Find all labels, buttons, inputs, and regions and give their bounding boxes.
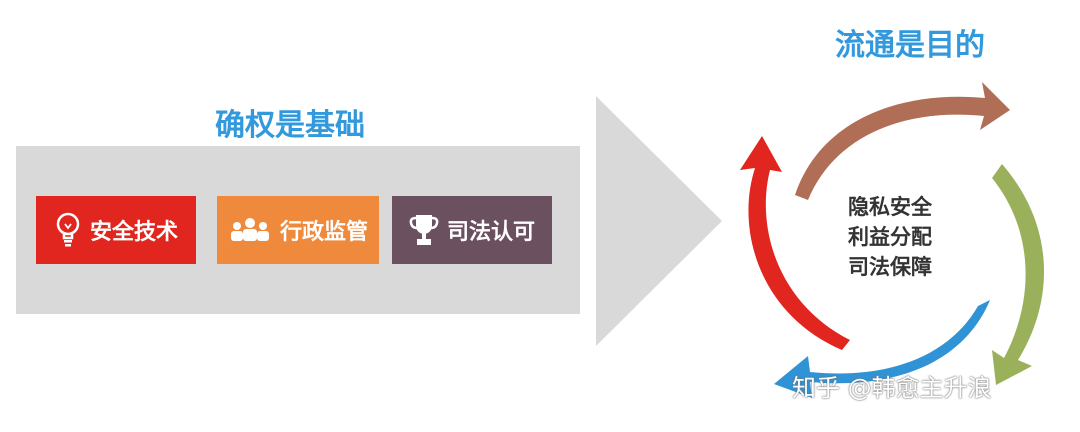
left-title: 确权是基础 [215, 108, 365, 143]
center-line-privacy: 隐私安全 [848, 195, 932, 219]
box-label: 行政监管 [279, 220, 368, 245]
cycle-center-text: 隐私安全 利益分配 司法保障 [820, 192, 960, 282]
box-label: 司法认可 [446, 220, 535, 245]
lightbulb-icon [54, 212, 82, 248]
box-judicial-recognition: 司法认可 [392, 196, 552, 264]
center-line-benefit: 利益分配 [848, 225, 932, 249]
arrow-left [740, 136, 850, 350]
arrow-top [795, 82, 1010, 200]
arrow-right [992, 164, 1045, 385]
circular-arrows [740, 82, 1045, 398]
box-label: 安全技术 [89, 220, 178, 245]
box-security-tech: 安全技术 [36, 196, 196, 264]
people-icon [228, 216, 272, 244]
chevron-arrow [596, 96, 722, 346]
center-line-judicial: 司法保障 [848, 255, 932, 279]
trophy-icon [409, 213, 439, 247]
right-title: 流通是目的 [835, 28, 985, 63]
box-admin-supervision: 行政监管 [217, 196, 379, 264]
watermark: 知乎 @韩愈主升浪 [792, 374, 992, 402]
arrow-bottom [774, 300, 990, 398]
